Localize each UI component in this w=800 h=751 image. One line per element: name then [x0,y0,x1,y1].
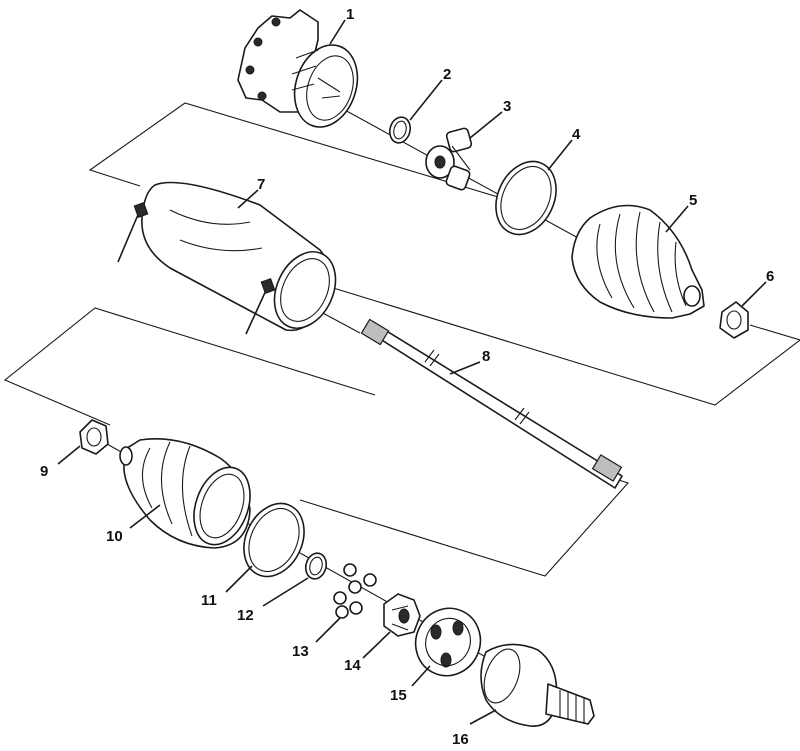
part-7-protective-sleeve [117,181,337,335]
callout-13: 13 [292,643,309,660]
callout-10: 10 [106,528,123,545]
part-6-small-clamp [719,301,749,339]
leader-lines [57,19,767,725]
part-16-outer-joint [480,643,595,727]
callout-14: 14 [344,657,361,674]
upper-group-frame [88,102,800,406]
callout-16: 16 [452,731,469,748]
part-4-clamp-ring [495,160,557,236]
part-2-circlip [388,116,412,144]
callout-6: 6 [766,268,774,285]
callout-2: 2 [443,66,451,83]
part-5-inner-boot [571,204,705,319]
callout-9: 9 [40,463,48,480]
callout-11: 11 [201,592,217,609]
part-11-clamp-ring [243,502,305,578]
callout-1: 1 [346,6,354,23]
part-12-snap-ring [304,552,328,580]
part-10-outer-boot [119,438,251,549]
callout-8: 8 [482,348,490,365]
part-13-balls [333,563,377,619]
part-14-inner-race [383,593,421,637]
callout-5: 5 [689,192,697,209]
callout-12: 12 [237,607,254,624]
part-1-joint-housing [237,9,359,128]
callout-labels: 1 2 3 4 5 6 7 8 9 10 11 12 13 14 15 16 [40,6,774,748]
callout-3: 3 [503,98,511,115]
callout-7: 7 [257,176,265,193]
part-8-drive-shaft [360,318,623,489]
callout-4: 4 [572,126,581,143]
part-15-ball-cage [414,607,482,677]
callout-15: 15 [390,687,407,704]
part-9-small-clamp [79,419,109,455]
part-3-tripod-spider [425,127,473,191]
